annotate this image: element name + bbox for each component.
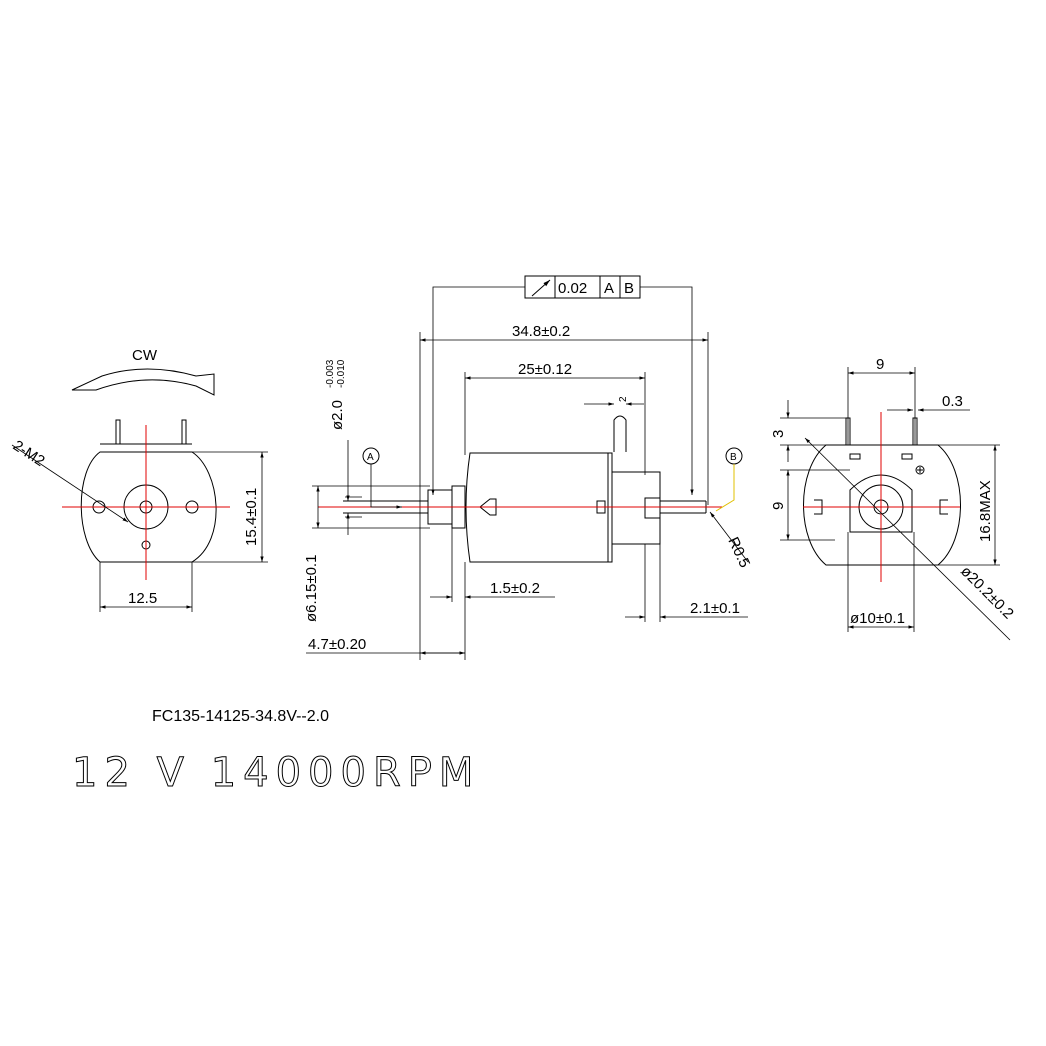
terminal-width-label: 2	[618, 396, 629, 402]
datum-b-label: B	[730, 452, 737, 463]
thread-leader	[11, 444, 129, 523]
term-spacing-label: 9	[876, 356, 884, 373]
rear-tab-left	[849, 453, 861, 460]
boss-thickness-label: 1.5±0.2	[490, 580, 540, 597]
motor-body	[465, 452, 613, 563]
radius-label: R0.5	[724, 535, 753, 571]
tol-value: 0.02	[558, 280, 587, 297]
bearing-dia-label: ø6.15±0.1	[303, 555, 320, 622]
rotation-label: CW	[132, 347, 158, 364]
side-view: 0.02 A B 34.8±0.2 25±0.12 2	[303, 275, 753, 660]
terminal-side	[613, 415, 627, 452]
body-length-label: 25±0.12	[518, 361, 572, 378]
body-dia-label: ø20.2±0.2	[957, 563, 1017, 623]
runout-icon	[531, 279, 551, 297]
shaft-tol-upper: -0.003	[325, 359, 336, 388]
body-dia-leader	[804, 437, 1011, 641]
max-height-label: 16.8MAX	[977, 480, 994, 542]
model-number: FC135-14125-34.8V--2.0	[152, 708, 329, 725]
tol-datum-a: A	[604, 280, 614, 297]
rear-dia-label: ø10±0.1	[850, 610, 905, 627]
width-label: 12.5	[128, 590, 157, 607]
rear-boss	[644, 497, 661, 519]
terminal-left	[115, 419, 121, 445]
center-height-label: 9	[770, 502, 787, 510]
terminal-right	[181, 419, 187, 445]
rotation-arrow	[71, 368, 215, 396]
rear-brush-holder	[849, 474, 913, 533]
term-thickness-label: 0.3	[942, 393, 963, 410]
shaft-front-label: 4.7±0.20	[308, 636, 366, 653]
rear-boss-label: 2.1±0.1	[690, 600, 740, 617]
datum-b-leader	[715, 464, 735, 512]
overall-length-label: 34.8±0.2	[512, 323, 570, 340]
rear-tab-right	[901, 453, 913, 460]
term-height-label: 3	[770, 430, 787, 438]
rear-view: 9 0.3 3 9 16.8MAX ø20.2±0.2	[770, 356, 1017, 641]
shaft-tol-lower: -0.010	[336, 359, 347, 388]
rear-body-outline	[803, 444, 961, 566]
rear-cap	[611, 471, 661, 545]
shaft-dia-label: ø2.0	[329, 400, 346, 430]
radius-leader	[709, 511, 749, 563]
tol-datum-b: B	[624, 280, 634, 297]
datum-a-label: A	[367, 452, 374, 463]
height-label: 15.4±0.1	[243, 488, 260, 546]
plus-mark	[915, 465, 925, 475]
rating-text: 12 V 14000RPM	[72, 750, 480, 796]
front-view: CW 2-M2 15.4±0.1 12.5	[10, 347, 268, 612]
